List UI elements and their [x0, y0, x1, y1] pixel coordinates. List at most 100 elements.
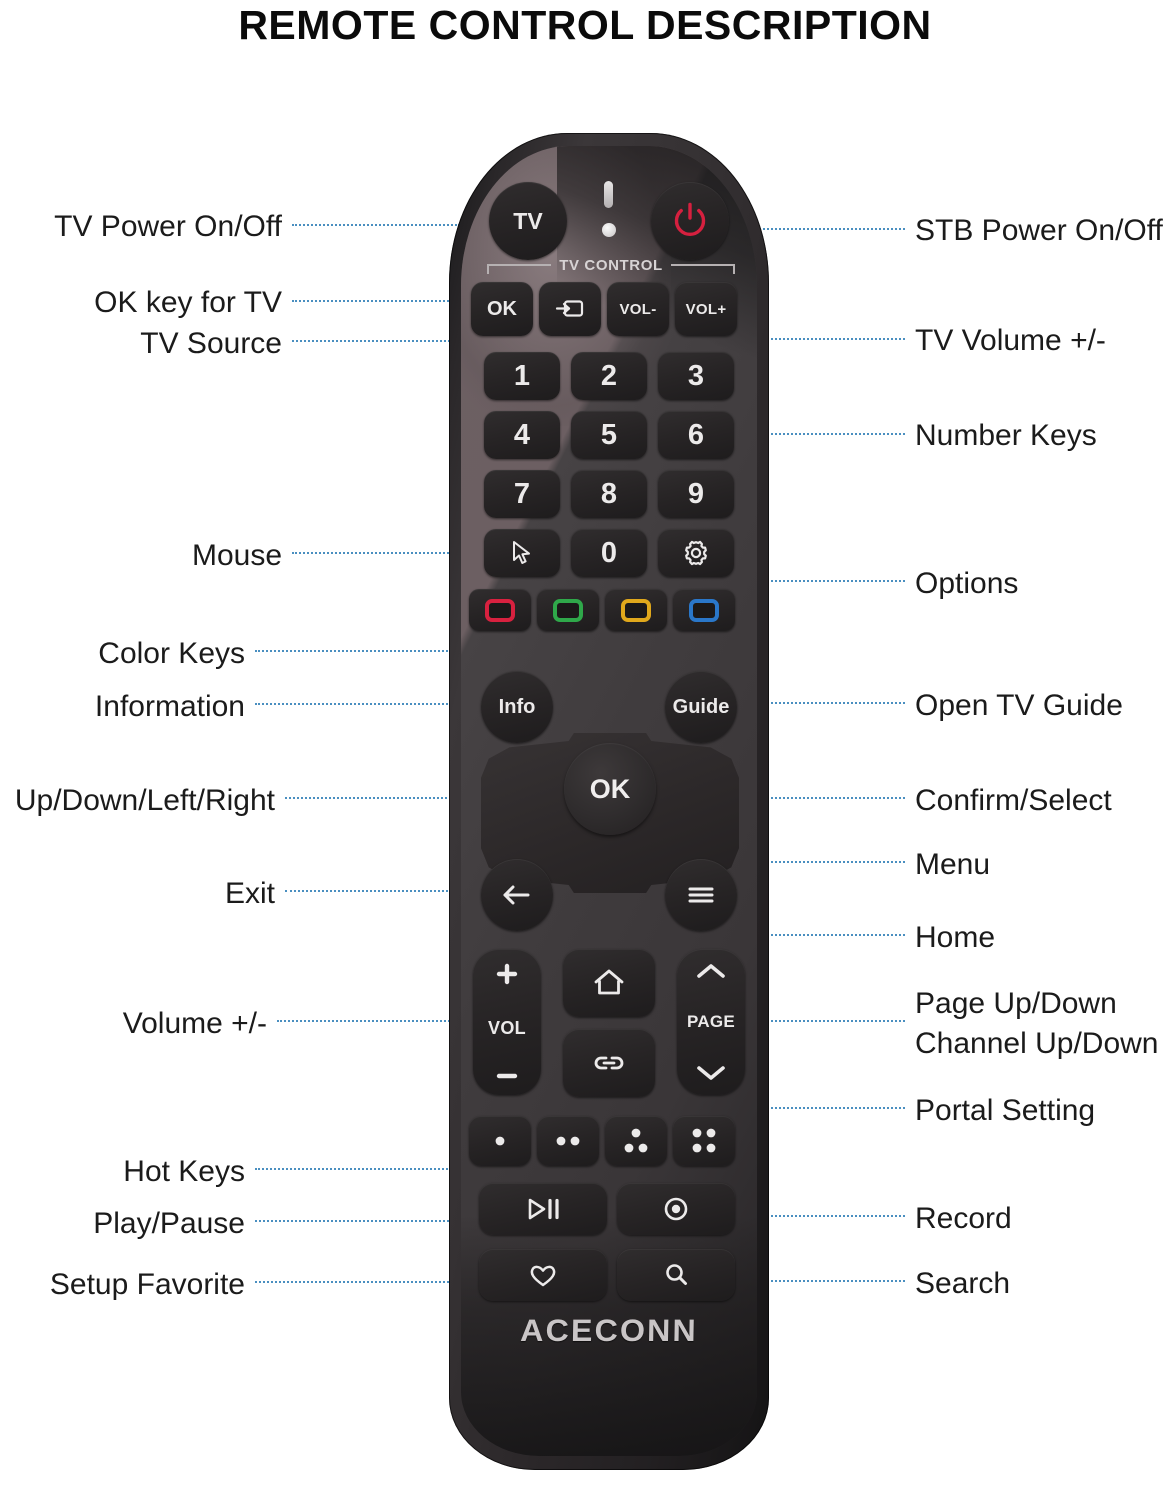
- callout-color-keys: Color Keys: [98, 637, 245, 670]
- yellow-color-key[interactable]: [605, 589, 667, 631]
- ok-button-label: OK: [589, 773, 631, 804]
- leader-hot-keys: [255, 1168, 503, 1170]
- magnifier-icon: [661, 1260, 691, 1290]
- hot-key-4[interactable]: [673, 1116, 735, 1166]
- callout-tv-source: TV Source: [140, 327, 282, 360]
- number-key-9[interactable]: 9: [658, 470, 734, 518]
- exit-button[interactable]: [481, 859, 553, 931]
- red-color-key[interactable]: [469, 589, 531, 631]
- callout-play-pause: Play/Pause: [93, 1207, 245, 1240]
- page-down-icon[interactable]: [694, 1063, 728, 1083]
- two-dots-icon: [556, 1136, 580, 1146]
- page-rocker-label: PAGE: [686, 1012, 736, 1031]
- volume-rocker-label: VOL: [488, 1017, 526, 1038]
- mouse-button[interactable]: [484, 529, 560, 577]
- setup-favorite-button[interactable]: [479, 1249, 607, 1301]
- record-button[interactable]: [617, 1183, 735, 1235]
- heart-icon: [527, 1261, 559, 1289]
- blue-swatch: [689, 598, 719, 622]
- callout-exit: Exit: [224, 877, 275, 910]
- page-rocker[interactable]: PAGE: [677, 949, 745, 1095]
- leader-tv-power: [292, 224, 460, 226]
- leader-color-keys: [255, 650, 503, 652]
- number-key-1[interactable]: 1: [484, 352, 560, 400]
- volume-rocker[interactable]: VOL: [473, 949, 541, 1095]
- status-led: [602, 223, 616, 237]
- leader-options: [712, 580, 905, 582]
- number-key-6[interactable]: 6: [658, 411, 734, 459]
- hamburger-menu-icon: [686, 884, 716, 906]
- volume-down-icon[interactable]: [492, 1067, 522, 1085]
- leader-information: [255, 703, 499, 705]
- guide-button[interactable]: Guide: [665, 671, 737, 743]
- four-dots-icon: [692, 1128, 716, 1153]
- tv-source-icon: [555, 296, 585, 322]
- number-key-2-label: 2: [600, 359, 618, 392]
- home-button[interactable]: [563, 949, 655, 1017]
- green-color-key[interactable]: [537, 589, 599, 631]
- callout-setup-favorite: Setup Favorite: [49, 1268, 245, 1301]
- leader-ok-key-tv: [292, 300, 492, 302]
- number-key-3[interactable]: 3: [658, 352, 734, 400]
- number-key-2[interactable]: 2: [571, 352, 647, 400]
- number-key-8[interactable]: 8: [571, 470, 647, 518]
- callout-stb-power: STB Power On/Off: [915, 214, 1163, 247]
- leader-dpad: [285, 797, 483, 799]
- callout-dpad: Up/Down/Left/Right: [14, 784, 275, 817]
- record-icon: [661, 1194, 691, 1224]
- info-button[interactable]: Info: [481, 671, 553, 743]
- callout-number-keys: Number Keys: [915, 419, 1097, 452]
- hot-key-2[interactable]: [537, 1116, 599, 1166]
- leader-volume: [277, 1020, 473, 1022]
- tv-button-label: TV: [513, 207, 543, 234]
- callout-portal-setting: Portal Setting: [915, 1094, 1096, 1127]
- tv-volume-down-button[interactable]: VOL-: [607, 282, 669, 336]
- tv-volume-up-button[interactable]: VOL+: [675, 282, 737, 336]
- number-key-7[interactable]: 7: [484, 470, 560, 518]
- number-key-0[interactable]: 0: [571, 529, 647, 577]
- search-button[interactable]: [617, 1249, 735, 1301]
- info-label: Info: [498, 695, 536, 718]
- leader-tv-source: [292, 340, 562, 342]
- callout-menu: Menu: [915, 848, 991, 881]
- play-pause-button[interactable]: [479, 1183, 607, 1235]
- leader-stb-power: [730, 228, 905, 230]
- number-key-5-label: 5: [600, 418, 618, 451]
- number-key-5[interactable]: 5: [571, 411, 647, 459]
- leader-guide: [735, 702, 905, 704]
- tv-source-button[interactable]: [539, 282, 601, 336]
- hot-key-1[interactable]: [469, 1116, 531, 1166]
- leader-confirm: [640, 797, 905, 799]
- menu-button[interactable]: [665, 859, 737, 931]
- mouse-pointer-icon: [510, 540, 534, 566]
- callout-volume: Volume +/-: [122, 1007, 267, 1040]
- number-key-4-label: 4: [513, 418, 531, 451]
- leader-search: [730, 1280, 905, 1282]
- tv-ok-button[interactable]: OK: [471, 282, 533, 336]
- options-button[interactable]: [658, 529, 734, 577]
- blue-color-key[interactable]: [673, 589, 735, 631]
- page-title: REMOTE CONTROL DESCRIPTION: [238, 2, 932, 48]
- tv-button[interactable]: TV: [489, 182, 567, 260]
- play-pause-icon: [520, 1195, 566, 1223]
- number-key-4[interactable]: 4: [484, 411, 560, 459]
- brand-logo: ACECONN: [519, 1313, 699, 1348]
- leader-setup-fav: [255, 1281, 501, 1283]
- one-dot-icon: [495, 1136, 505, 1146]
- ok-button[interactable]: OK: [564, 743, 656, 835]
- number-key-1-label: 1: [513, 359, 531, 392]
- page-up-icon[interactable]: [694, 961, 728, 981]
- ir-indicator: [604, 181, 613, 208]
- tv-vol-down-label: VOL-: [619, 300, 657, 318]
- hot-key-3[interactable]: [605, 1116, 667, 1166]
- green-swatch: [553, 598, 583, 622]
- home-icon: [591, 966, 627, 1000]
- portal-setting-button[interactable]: [563, 1029, 655, 1097]
- callout-hot-keys: Hot Keys: [123, 1155, 245, 1188]
- volume-up-icon[interactable]: [492, 959, 522, 989]
- leader-tv-volume: [650, 338, 905, 340]
- callout-ok-key-tv: OK key for TV: [94, 286, 282, 319]
- stb-power-button[interactable]: [651, 182, 729, 260]
- three-dots-icon: [624, 1128, 648, 1153]
- callout-mouse: Mouse: [191, 539, 282, 572]
